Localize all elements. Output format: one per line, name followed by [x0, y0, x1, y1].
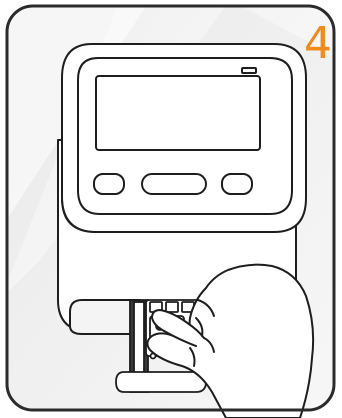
indicator-light — [242, 68, 256, 73]
right-button — [222, 174, 252, 194]
center-button — [142, 174, 206, 194]
step-number: 4 — [304, 22, 332, 66]
cartridge-tab — [116, 372, 206, 392]
left-button — [94, 174, 124, 194]
device-screen — [96, 76, 260, 150]
